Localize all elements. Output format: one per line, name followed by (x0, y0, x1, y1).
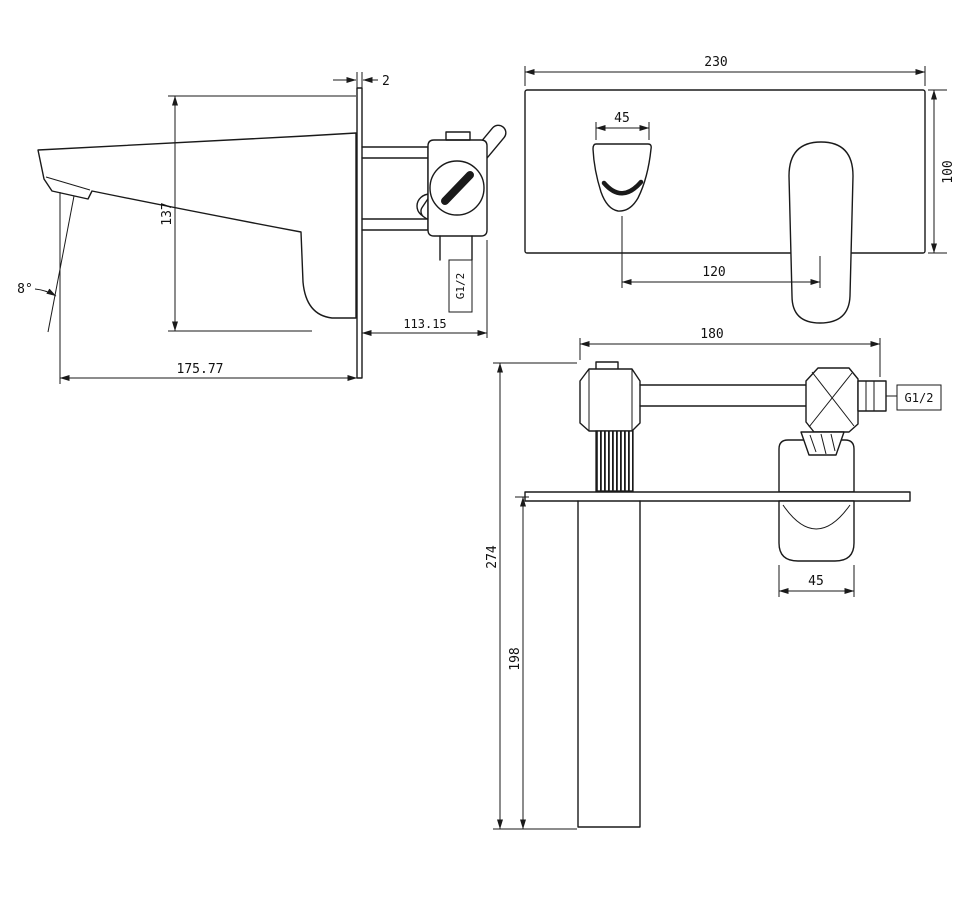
inlet-nipple (857, 380, 887, 412)
dim-overall-height: 274 (485, 545, 500, 569)
valve-neck (439, 235, 473, 261)
spout-union-lines (588, 369, 633, 431)
angle-ref-line (47, 195, 75, 333)
installation-view: G1/2 180 274 198 45 (485, 327, 942, 830)
thread-label-box-side (448, 259, 473, 313)
dim-plate-height: 100 (941, 160, 956, 183)
dim-wall-depth: 113.15 (403, 317, 446, 331)
thread-label-box-install (896, 384, 942, 411)
ext-274 (493, 362, 577, 830)
handle-lower-install (778, 500, 855, 562)
angle-arrow (34, 288, 57, 297)
wall-plate-side (356, 87, 363, 379)
valve-block (805, 367, 859, 433)
dim-drop-height: 198 (508, 647, 523, 670)
dim-plate-width: 230 (704, 55, 727, 70)
threaded-section (595, 430, 634, 492)
front-view: 230 100 45 120 (524, 55, 956, 324)
supply-pipe (639, 384, 807, 407)
dim-outlet-to-handle: 120 (702, 265, 725, 280)
ext-plate-thickness (356, 72, 363, 88)
dim-handle-width: 45 (808, 574, 824, 589)
spout-union-block (579, 368, 641, 432)
wall-connector (361, 146, 429, 231)
thread-label-install: G1/2 (905, 391, 934, 405)
wall-plate-front (524, 89, 926, 254)
thread-label-side: G1/2 (454, 273, 467, 300)
spout-body-outline (37, 132, 357, 319)
outlet-arc (601, 179, 644, 196)
dim-spout-height: 137 (160, 202, 175, 225)
handle-front (788, 141, 854, 324)
valve-block-diagonals (808, 371, 855, 428)
dim-spout-reach: 175.77 (177, 362, 224, 377)
dim-body-width: 180 (700, 327, 723, 342)
wall-plate-install (524, 491, 911, 502)
drop-pipe (577, 500, 641, 828)
spout-outlet (592, 143, 652, 212)
handle-lower-arc (782, 504, 851, 530)
dim-plate-thickness: 2 (382, 74, 390, 89)
valve-slot (441, 171, 474, 205)
dim-spout-angle: 8° (17, 282, 33, 297)
inlet-nipple-threads (865, 381, 875, 411)
valve-funnel (800, 431, 845, 456)
side-view: G1/2 2 137 8° 113.15 175.77 (17, 72, 507, 384)
dim-outlet-width: 45 (614, 111, 630, 126)
valve-funnel-hatch (809, 433, 836, 455)
valve-cap (445, 131, 471, 141)
aerator-line (45, 176, 91, 191)
valve-seat-circle (429, 160, 485, 216)
